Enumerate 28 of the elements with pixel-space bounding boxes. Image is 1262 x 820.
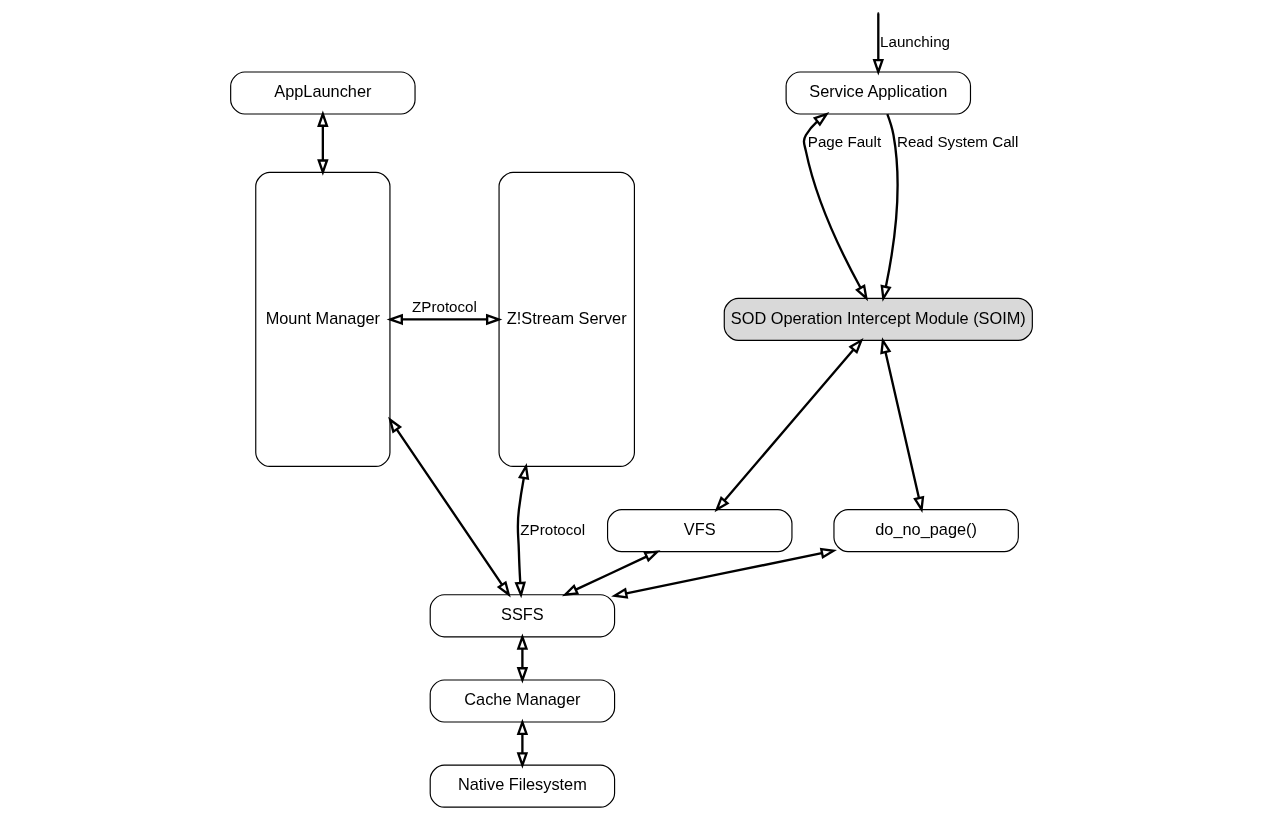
node-box: SSFS: [429, 594, 615, 638]
node-box: Mount Manager: [254, 171, 391, 467]
node-box: Service Application: [785, 71, 971, 115]
arrow: [872, 13, 884, 76]
node-box: SOD Operation Intercept Module (SOIM): [723, 297, 1033, 341]
arrow: [316, 110, 329, 176]
edge-label: Read System Call: [896, 133, 1018, 151]
node-box: VFS: [606, 509, 793, 553]
node-box: Z!Stream Server: [497, 171, 635, 467]
arrow: [561, 550, 660, 597]
arrow: [386, 313, 502, 326]
arrow: [802, 112, 868, 302]
node-box: do_no_page(): [832, 509, 1019, 553]
arrow: [516, 718, 528, 769]
arrow: [516, 633, 528, 684]
edge-label: ZProtocol: [411, 297, 477, 315]
node-box: AppLauncher: [229, 71, 416, 115]
node-box: Native Filesystem: [429, 764, 615, 808]
arrow: [610, 547, 837, 599]
arrow: [714, 337, 863, 513]
arrow: [514, 462, 529, 599]
edge-label: Launching: [879, 32, 950, 50]
node-box: Cache Manager: [429, 679, 615, 723]
arrow: [879, 337, 924, 513]
arrow: [879, 113, 899, 302]
arrow: [387, 416, 511, 598]
edge-label: ZProtocol: [519, 520, 585, 538]
edge-label: Page Fault: [807, 133, 881, 151]
